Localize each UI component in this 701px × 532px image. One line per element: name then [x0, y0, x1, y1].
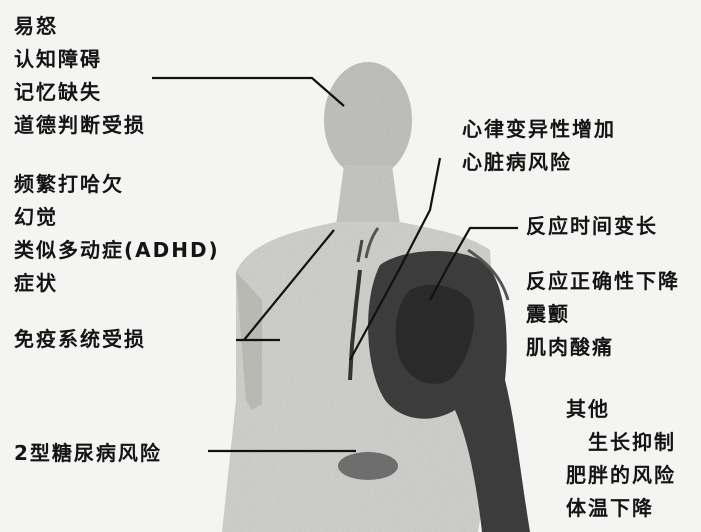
label-group-head: 易怒 认知障碍 记忆缺失 道德判断受损 [14, 10, 146, 142]
label-group-behavior: 频繁打哈欠 幻觉 类似多动症(ADHD) 症状 [14, 168, 220, 300]
label-irritability: 易怒 [14, 10, 146, 43]
label-tremor: 震颤 [526, 298, 680, 331]
label-diabetes-risk: 2型糖尿病风险 [14, 437, 162, 470]
label-growth-suppression: 生长抑制 [566, 426, 676, 459]
label-group-reaction: 反应时间变长 [526, 210, 658, 243]
label-group-heart: 心律变异性增加 心脏病风险 [462, 113, 616, 179]
label-heart-rate-variability: 心律变异性增加 [462, 113, 616, 146]
label-group-accuracy: 反应正确性下降 震颤 肌肉酸痛 [526, 265, 680, 364]
label-group-diabetes: 2型糖尿病风险 [14, 437, 162, 470]
label-heart-disease-risk: 心脏病风险 [462, 146, 616, 179]
label-yawning: 频繁打哈欠 [14, 168, 220, 201]
label-group-other: 其他 生长抑制 肥胖的风险 体温下降 [566, 393, 676, 525]
label-temperature-drop: 体温下降 [566, 492, 676, 525]
label-muscle-ache: 肌肉酸痛 [526, 331, 680, 364]
label-reaction-time: 反应时间变长 [526, 210, 658, 243]
label-obesity-risk: 肥胖的风险 [566, 459, 676, 492]
label-moral-judgment: 道德判断受损 [14, 109, 146, 142]
stomach-shape [338, 452, 398, 480]
label-immune-impaired: 免疫系统受损 [14, 323, 146, 356]
label-reaction-accuracy: 反应正确性下降 [526, 265, 680, 298]
label-other: 其他 [566, 393, 676, 426]
label-memory-loss: 记忆缺失 [14, 76, 146, 109]
label-cognitive-impairment: 认知障碍 [14, 43, 146, 76]
label-adhd-like: 类似多动症(ADHD) [14, 234, 220, 267]
label-symptoms: 症状 [14, 267, 220, 300]
label-hallucination: 幻觉 [14, 201, 220, 234]
label-group-immune: 免疫系统受损 [14, 323, 146, 356]
pointer-head [152, 78, 344, 106]
